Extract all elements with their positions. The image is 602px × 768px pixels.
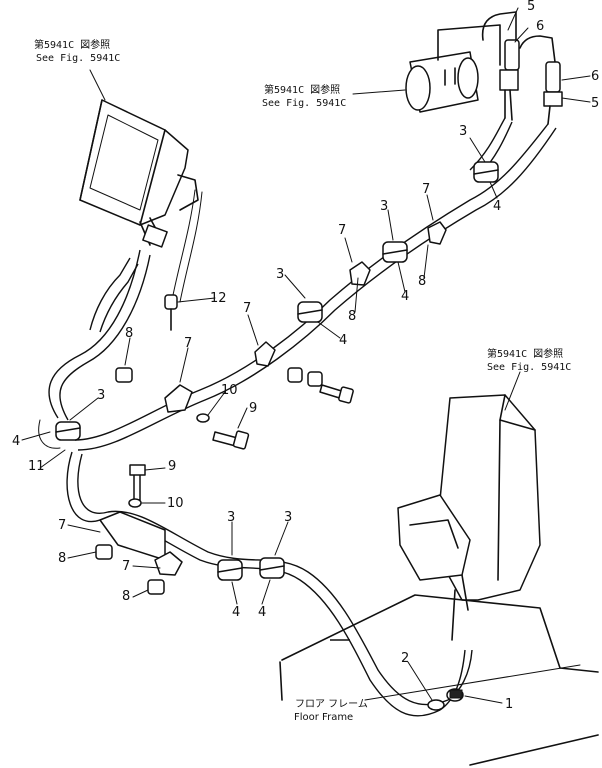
controller-box — [79, 99, 199, 248]
callout-4: 4 — [493, 199, 501, 214]
callout-4: 4 — [232, 605, 240, 620]
floor-terminals — [427, 688, 464, 711]
callout-8: 8 — [122, 589, 130, 604]
ref-en-3: See Fig. 5941C — [487, 362, 571, 373]
callout-7: 7 — [58, 518, 66, 533]
callout-1: 1 — [505, 697, 513, 712]
callout-9: 9 — [249, 401, 257, 416]
callout-3: 3 — [276, 267, 284, 282]
callout-3: 3 — [284, 510, 292, 525]
callout-12: 12 — [210, 291, 227, 306]
floor-label-jp: フロア フレーム — [295, 698, 368, 710]
ref-jp-2: 第5941C 図参照 — [264, 83, 340, 96]
callout-6: 6 — [591, 69, 599, 84]
callout-3: 3 — [97, 388, 105, 403]
ref-jp-3: 第5941C 図参照 — [487, 347, 563, 360]
callout-3: 3 — [227, 510, 235, 525]
floor-label-en: Floor Frame — [294, 712, 353, 723]
connector-12 — [164, 294, 178, 331]
callout-8: 8 — [125, 326, 133, 341]
callout-7: 7 — [184, 336, 192, 351]
callout-10: 10 — [167, 496, 184, 511]
callout-8: 8 — [418, 274, 426, 289]
callout-4: 4 — [12, 434, 20, 449]
callout-2: 2 — [401, 651, 409, 666]
callout-7: 7 — [338, 223, 346, 238]
callout-numbers: 5 6 6 5 3 4 7 8 3 4 7 8 3 4 7 12 8 7 3 1… — [12, 0, 599, 712]
floor-frame-label: フロア フレーム Floor Frame — [294, 698, 368, 723]
clamps — [55, 161, 499, 581]
callout-3: 3 — [380, 199, 388, 214]
callout-4: 4 — [401, 289, 409, 304]
reference-label-controller: 第5941C 図参照 See Fig. 5941C — [34, 38, 120, 64]
callout-8: 8 — [58, 551, 66, 566]
floor-frame — [279, 594, 599, 766]
callout-10: 10 — [221, 383, 238, 398]
ref-en-1: See Fig. 5941C — [36, 53, 120, 64]
brackets — [99, 221, 447, 576]
callout-11: 11 — [28, 459, 45, 474]
callout-7: 7 — [122, 559, 130, 574]
bolts — [129, 384, 354, 501]
reference-label-relay: 第5941C 図参照 See Fig. 5941C — [262, 83, 346, 109]
leader-lines — [21, 7, 591, 704]
callout-7: 7 — [422, 182, 430, 197]
callout-4: 4 — [339, 333, 347, 348]
relay-unit — [405, 11, 563, 125]
spacers — [95, 367, 323, 595]
callout-4: 4 — [258, 605, 266, 620]
callout-5: 5 — [527, 0, 535, 14]
callout-5: 5 — [591, 96, 599, 111]
ref-en-2: See Fig. 5941C — [262, 98, 346, 109]
reference-label-component: 第5941C 図参照 See Fig. 5941C — [487, 347, 571, 373]
callout-9: 9 — [168, 459, 176, 474]
callout-8: 8 — [348, 309, 356, 324]
callout-6: 6 — [536, 19, 544, 34]
callout-7: 7 — [243, 301, 251, 316]
component-block — [397, 394, 541, 641]
washers — [128, 413, 210, 508]
callout-3: 3 — [459, 124, 467, 139]
ref-jp-1: 第5941C 図参照 — [34, 38, 110, 51]
